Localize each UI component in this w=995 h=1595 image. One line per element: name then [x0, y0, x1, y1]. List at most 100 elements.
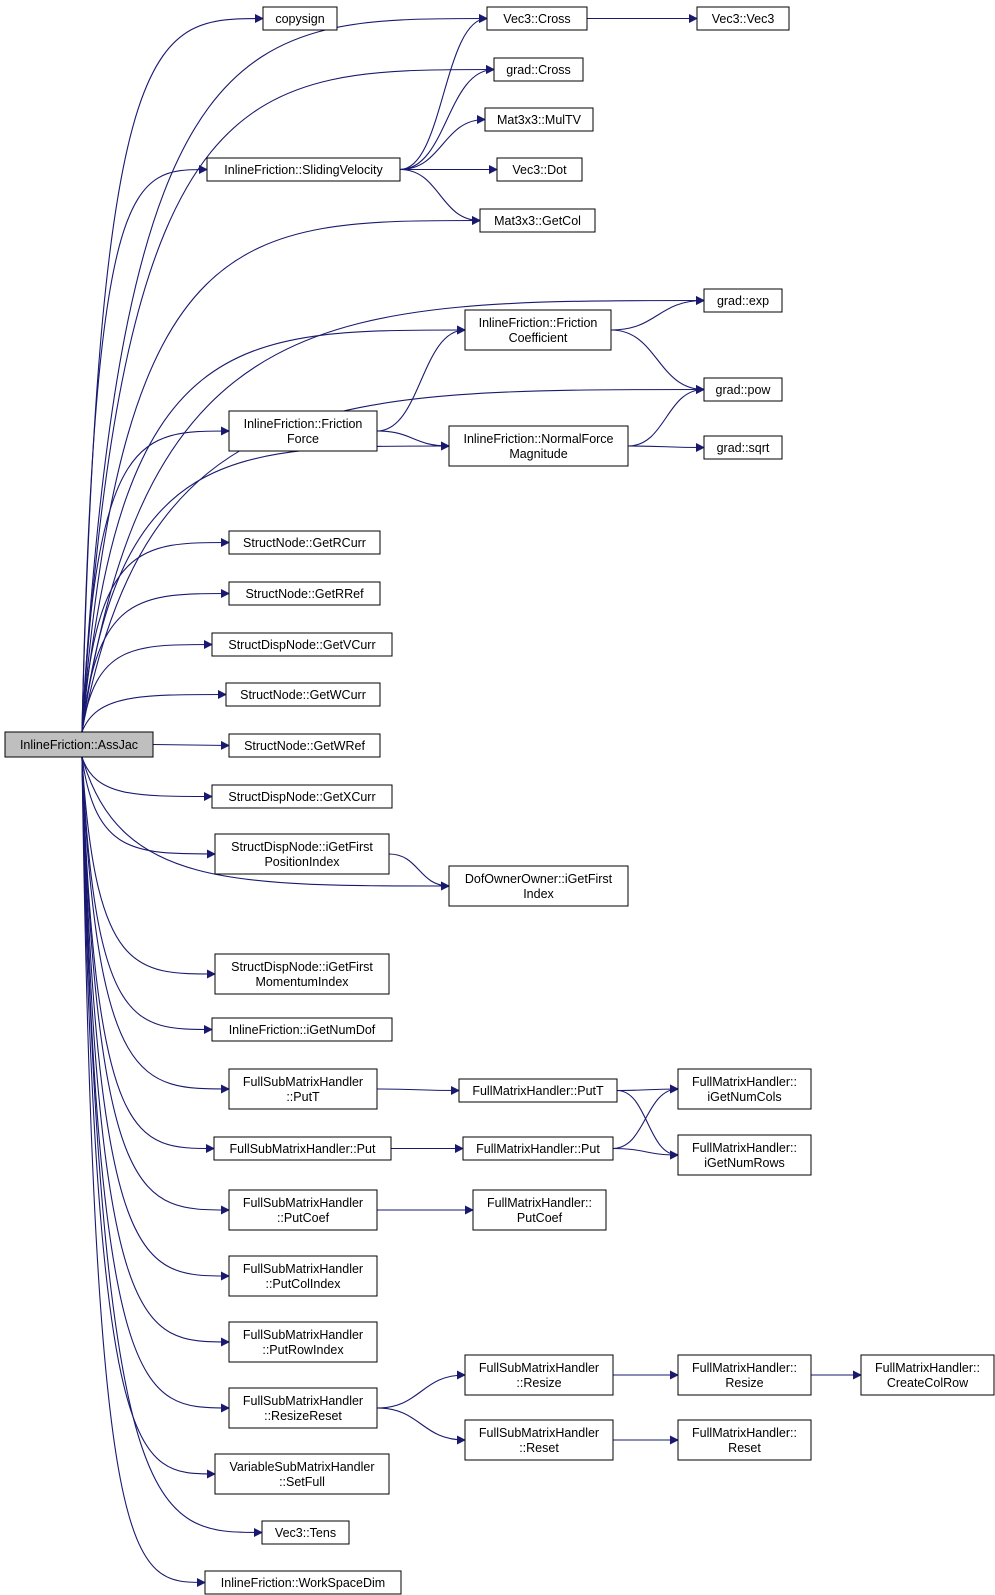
- edge-sliding-to-getcol: [399, 168, 481, 225]
- node-label: FullMatrixHandler::PutT: [472, 1084, 604, 1098]
- node-box: [677, 1354, 812, 1396]
- node-box: [211, 632, 393, 657]
- node-label: ::Reset: [519, 1441, 559, 1455]
- node-box: [228, 733, 381, 758]
- node-getcol[interactable]: Mat3x3::GetCol: [479, 208, 596, 233]
- node-pow[interactable]: grad::pow: [703, 377, 783, 402]
- node-getrcurr[interactable]: StructNode::GetRCurr: [228, 530, 381, 555]
- node-label: ::SetFull: [279, 1475, 325, 1489]
- node-label: grad::pow: [716, 383, 772, 397]
- node-subresize[interactable]: FullSubMatrixHandler::Resize: [464, 1354, 614, 1396]
- node-label: StructNode::GetRCurr: [243, 536, 366, 550]
- edge-fforce-to-nforce: [376, 430, 450, 451]
- node-label: Mat3x3::MulTV: [497, 113, 582, 127]
- node-label: FullSubMatrixHandler: [243, 1328, 363, 1342]
- node-box: [261, 1520, 350, 1545]
- node-fullputcoef[interactable]: FullMatrixHandler::PutCoef: [472, 1189, 607, 1231]
- edge-fforce-to-fcoef: [376, 325, 466, 432]
- node-numcols[interactable]: FullMatrixHandler::iGetNumCols: [677, 1068, 812, 1110]
- node-sqrt[interactable]: grad::sqrt: [703, 435, 783, 460]
- node-label: Reset: [728, 1441, 761, 1455]
- node-getwcurr[interactable]: StructNode::GetWCurr: [225, 682, 381, 707]
- node-box: [228, 1387, 378, 1429]
- node-sliding[interactable]: InlineFriction::SlidingVelocity: [206, 157, 401, 182]
- node-copysign[interactable]: copysign: [262, 6, 338, 31]
- node-assjac[interactable]: InlineFriction::AssJac: [4, 731, 154, 758]
- edge-assjac-to-getvcurr: [81, 640, 213, 733]
- node-label: MomentumIndex: [255, 975, 349, 989]
- node-label: FullMatrixHandler::: [692, 1075, 797, 1089]
- edge-assjac-to-getrcurr: [81, 538, 230, 733]
- call-edges: [81, 14, 862, 1587]
- node-subput[interactable]: FullSubMatrixHandler::Put: [213, 1136, 392, 1161]
- node-box: [214, 953, 390, 995]
- node-gradcross[interactable]: grad::Cross: [493, 57, 584, 82]
- node-box: [228, 581, 381, 606]
- node-label: DofOwnerOwner::iGetFirst: [465, 872, 613, 886]
- function-nodes: InlineFriction::AssJac copysign Vec3::Cros…: [4, 6, 995, 1595]
- node-box: [677, 1419, 812, 1461]
- edge-assjac-to-exp: [81, 296, 705, 733]
- node-label: FullSubMatrixHandler: [243, 1394, 363, 1408]
- edge-sliding-to-gradcross: [399, 65, 495, 171]
- node-box: [211, 1017, 393, 1042]
- edge-subputt-to-fullputt: [376, 1085, 460, 1095]
- edge-fullput-to-numcols: [612, 1084, 679, 1150]
- node-multv[interactable]: Mat3x3::MulTV: [484, 107, 594, 132]
- node-box: [458, 1078, 618, 1103]
- node-label: StructDispNode::iGetFirst: [231, 960, 373, 974]
- node-label: VariableSubMatrixHandler: [230, 1460, 375, 1474]
- node-subreset[interactable]: FullSubMatrixHandler::Reset: [464, 1419, 614, 1461]
- edge-assjac-to-getxcurr: [81, 756, 213, 801]
- node-putcolindex[interactable]: FullSubMatrixHandler::PutColIndex: [228, 1255, 378, 1297]
- node-label: FullMatrixHandler::: [692, 1361, 797, 1375]
- node-box: [262, 6, 338, 31]
- node-exp[interactable]: grad::exp: [703, 288, 783, 313]
- node-getxcurr[interactable]: StructDispNode::GetXCurr: [211, 784, 393, 809]
- node-getwref[interactable]: StructNode::GetWRef: [228, 733, 381, 758]
- edge-resizereset-to-subresize: [376, 1370, 466, 1409]
- node-vec3vec3[interactable]: Vec3::Vec3: [696, 6, 790, 31]
- edge-assjac-to-getrref: [81, 589, 230, 733]
- node-label: Vec3::Dot: [512, 163, 567, 177]
- node-fullputt[interactable]: FullMatrixHandler::PutT: [458, 1078, 618, 1103]
- node-tens[interactable]: Vec3::Tens: [261, 1520, 350, 1545]
- node-label: Vec3::Cross: [503, 12, 570, 26]
- node-createcolrow[interactable]: FullMatrixHandler::CreateColRow: [860, 1354, 995, 1396]
- node-subputcoef[interactable]: FullSubMatrixHandler::PutCoef: [228, 1189, 378, 1231]
- node-label: InlineFriction::NormalForce: [463, 432, 613, 446]
- node-label: InlineFriction::AssJac: [20, 738, 138, 752]
- edge-assjac-to-gradcross: [81, 65, 495, 733]
- node-box: [486, 6, 588, 31]
- node-label: Vec3::Tens: [275, 1526, 336, 1540]
- node-fullput[interactable]: FullMatrixHandler::Put: [462, 1136, 614, 1161]
- node-fullreset[interactable]: FullMatrixHandler::Reset: [677, 1419, 812, 1461]
- node-box: [677, 1134, 812, 1176]
- node-fullresize[interactable]: FullMatrixHandler::Resize: [677, 1354, 812, 1396]
- node-vec3cross[interactable]: Vec3::Cross: [486, 6, 588, 31]
- node-subputt[interactable]: FullSubMatrixHandler::PutT: [228, 1068, 378, 1110]
- node-box: [448, 425, 629, 467]
- node-putrowindex[interactable]: FullSubMatrixHandler::PutRowIndex: [228, 1321, 378, 1363]
- node-box: [211, 784, 393, 809]
- node-numrows[interactable]: FullMatrixHandler::iGetNumRows: [677, 1134, 812, 1176]
- node-box: [228, 1321, 378, 1363]
- node-resizereset[interactable]: FullSubMatrixHandler::ResizeReset: [228, 1387, 378, 1429]
- edge-fullputt-to-numrows: [616, 1089, 679, 1160]
- node-label: StructDispNode::GetVCurr: [228, 638, 375, 652]
- node-getrref[interactable]: StructNode::GetRRef: [228, 581, 381, 606]
- node-dot[interactable]: Vec3::Dot: [496, 157, 583, 182]
- node-label: FullMatrixHandler::: [875, 1361, 980, 1375]
- node-box: [472, 1189, 607, 1231]
- node-setfull[interactable]: VariableSubMatrixHandler::SetFull: [214, 1453, 390, 1495]
- node-numdof[interactable]: InlineFriction::iGetNumDof: [211, 1017, 393, 1042]
- node-getvcurr[interactable]: StructDispNode::GetVCurr: [211, 632, 393, 657]
- node-wsdim[interactable]: InlineFriction::WorkSpaceDim: [204, 1570, 402, 1595]
